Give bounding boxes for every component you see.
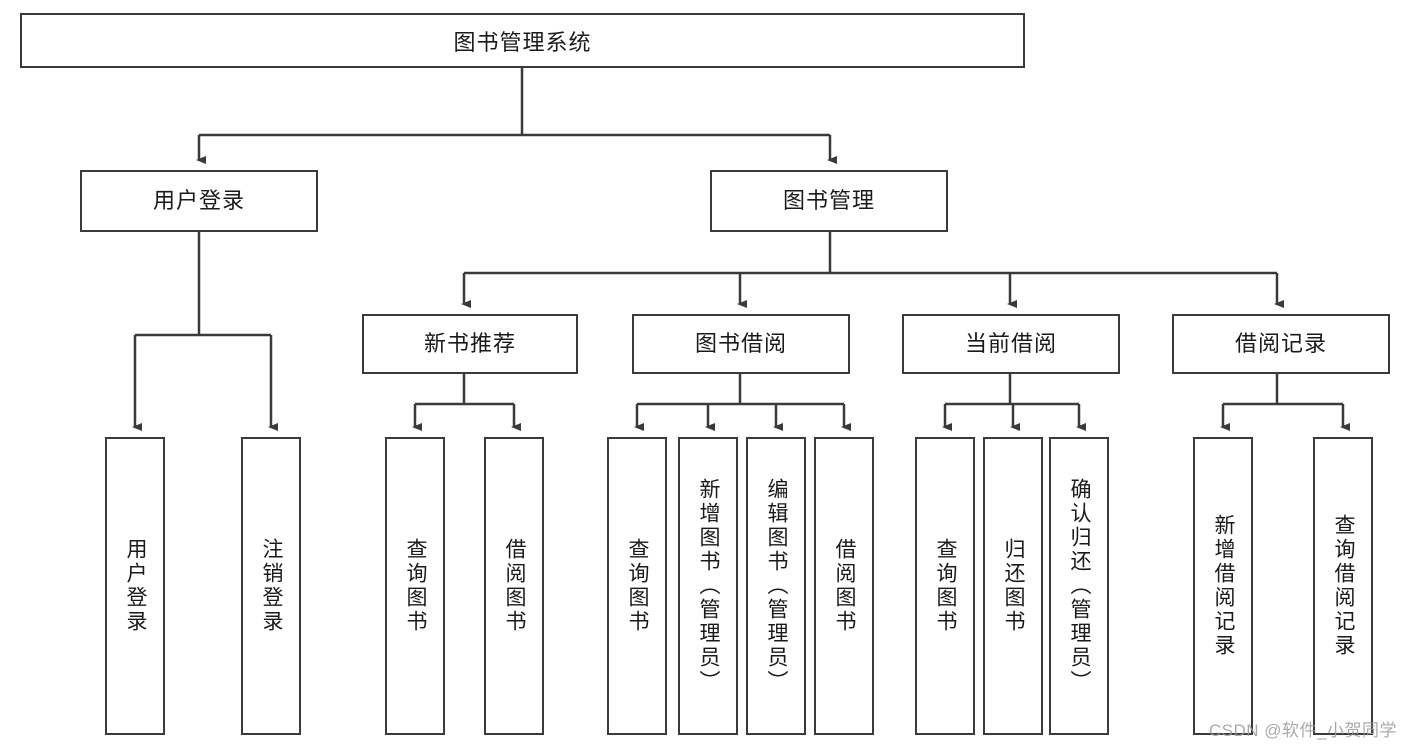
leaf-user-logout[interactable]: 注销登录 <box>241 437 301 735</box>
leaf-label: 确认归还（管理员） <box>1068 478 1091 694</box>
leaf-borrow-book[interactable]: 借阅图书 <box>814 437 874 735</box>
leaf-add-borrow-record[interactable]: 新增借阅记录 <box>1193 437 1253 735</box>
leaf-query-book-borrow[interactable]: 查询图书 <box>607 437 667 735</box>
leaf-confirm-return-admin[interactable]: 确认归还（管理员） <box>1049 437 1109 735</box>
node-root-label: 图书管理系统 <box>453 29 592 55</box>
node-new-book-recommend[interactable]: 新书推荐 <box>362 314 578 374</box>
leaf-label: 查询图书 <box>404 538 427 634</box>
leaf-label: 查询图书 <box>626 538 649 634</box>
leaf-label: 归还图书 <box>1002 538 1025 634</box>
node-user-login[interactable]: 用户登录 <box>80 170 318 232</box>
leaf-label: 借阅图书 <box>503 538 526 634</box>
node-book-borrow[interactable]: 图书借阅 <box>632 314 850 374</box>
node-new-book-recommend-label: 新书推荐 <box>423 330 516 356</box>
node-book-management[interactable]: 图书管理 <box>710 170 948 232</box>
leaf-query-book-recommend[interactable]: 查询图书 <box>385 437 445 735</box>
leaf-label: 注销登录 <box>260 538 283 634</box>
node-current-borrow[interactable]: 当前借阅 <box>902 314 1120 374</box>
leaf-label: 编辑图书（管理员） <box>765 478 788 694</box>
leaf-query-borrow-record[interactable]: 查询借阅记录 <box>1313 437 1373 735</box>
leaf-label: 查询借阅记录 <box>1332 514 1355 658</box>
node-root[interactable]: 图书管理系统 <box>20 13 1025 68</box>
node-borrow-record-label: 借阅记录 <box>1234 330 1327 356</box>
leaf-query-book-current[interactable]: 查询图书 <box>915 437 975 735</box>
leaf-label: 新增图书（管理员） <box>697 478 720 694</box>
node-current-borrow-label: 当前借阅 <box>964 330 1057 356</box>
node-book-borrow-label: 图书借阅 <box>694 330 787 356</box>
leaf-add-book-admin[interactable]: 新增图书（管理员） <box>678 437 738 735</box>
node-borrow-record[interactable]: 借阅记录 <box>1172 314 1390 374</box>
leaf-label: 借阅图书 <box>833 538 856 634</box>
leaf-borrow-book-recommend[interactable]: 借阅图书 <box>484 437 544 735</box>
leaf-return-book[interactable]: 归还图书 <box>983 437 1043 735</box>
leaf-user-login[interactable]: 用户登录 <box>105 437 165 735</box>
leaf-label: 新增借阅记录 <box>1212 514 1235 658</box>
leaf-label: 用户登录 <box>124 538 147 634</box>
leaf-label: 查询图书 <box>934 538 957 634</box>
node-user-login-label: 用户登录 <box>152 187 245 213</box>
leaf-edit-book-admin[interactable]: 编辑图书（管理员） <box>746 437 806 735</box>
watermark: CSDN @软件_小贺同学 <box>1208 721 1397 740</box>
node-book-management-label: 图书管理 <box>782 187 875 213</box>
